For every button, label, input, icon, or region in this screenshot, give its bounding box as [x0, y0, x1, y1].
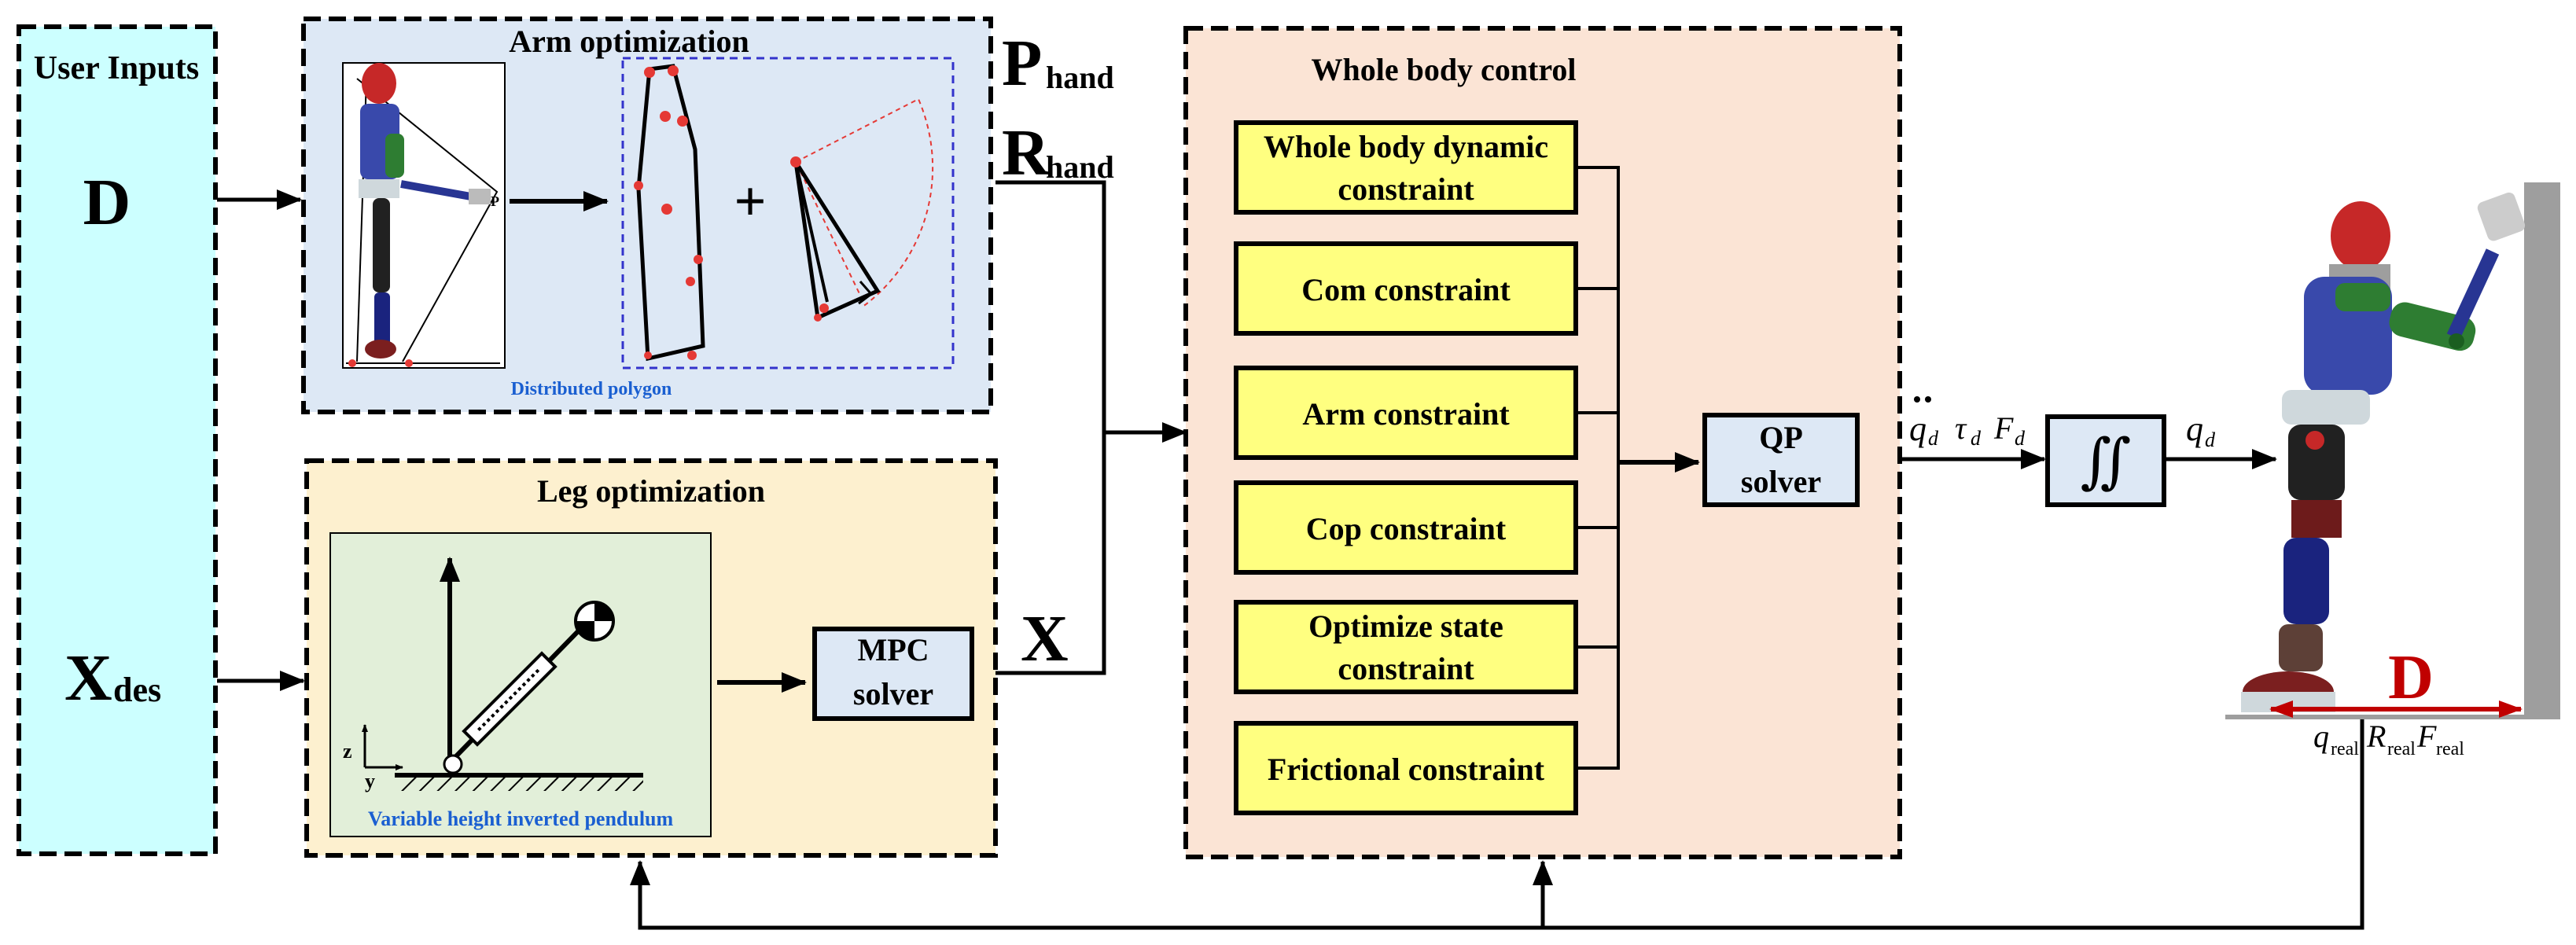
force-symbol: F [1993, 410, 2014, 446]
q-real-subscript: real [2331, 739, 2359, 759]
distance-label: D [2388, 643, 2434, 712]
constraint-block-com: Com constraint [1234, 241, 1578, 336]
constraint-block-dynamic: Whole body dynamic constraint [1234, 120, 1578, 215]
constraint-arm-label: Arm constraint [1302, 396, 1510, 432]
distributed-polygon-caption: Distributed polygon [511, 379, 672, 399]
user-inputs-title: User Inputs [34, 50, 199, 86]
constraint-frictional-label: Frictional constraint [1268, 752, 1545, 787]
tau-symbol: τ [1955, 410, 1967, 446]
qd-subscript: d [2205, 428, 2216, 451]
humanoid-robot [2241, 192, 2526, 712]
constraint-block-frictional: Frictional constraint [1234, 721, 1578, 815]
hand-outputs: P hand R hand [1002, 27, 1114, 189]
constraint-block-arm: Arm constraint [1234, 366, 1578, 460]
qp-solver-line1: QP [1759, 420, 1803, 455]
whole-body-control-panel: Whole body control Whole body dynamic co… [1183, 26, 1902, 859]
p-hand-subscript: hand [1046, 60, 1114, 95]
arm-optimization-panel: Arm optimization P [301, 17, 993, 414]
constraint-dynamic-line2: constraint [1338, 171, 1474, 207]
leg-optimization-title: Leg optimization [537, 473, 765, 509]
constraint-block-optimize-state: Optimize state constraint [1234, 600, 1578, 694]
connectors [217, 180, 2364, 930]
r-real-symbol: R [2366, 719, 2386, 754]
constraint-cop-label: Cop constraint [1306, 511, 1507, 546]
wall [2524, 182, 2560, 719]
constraint-block-cop: Cop constraint [1234, 480, 1578, 575]
constraint-optimize-line1: Optimize state [1308, 609, 1503, 644]
force-subscript: d [2015, 427, 2026, 450]
constraint-com-label: Com constraint [1301, 272, 1511, 307]
f-real-symbol: F [2416, 719, 2437, 754]
robot-scene: D q real R real F real [2225, 182, 2560, 759]
mpc-solver-line2: solver [853, 676, 933, 712]
user-inputs-panel: User Inputs D X des [17, 24, 218, 856]
axis-z-label: z [343, 740, 352, 763]
x-output-symbol: X [1021, 602, 1069, 675]
double-integral-symbol: ∬ [2081, 428, 2132, 495]
leg-optimization-panel: Leg optimization z y Variable height inv… [304, 458, 998, 858]
whole-body-control-title: Whole body control [1311, 52, 1576, 87]
f-real-subscript: real [2436, 739, 2464, 759]
q-real-symbol: q [2313, 719, 2329, 754]
arm-robot-image: P [342, 62, 506, 369]
constraint-dynamic-line1: Whole body dynamic [1264, 129, 1548, 164]
r-hand-symbol: R [1002, 116, 1051, 189]
axis-y-label: y [365, 770, 375, 792]
inverted-pendulum-figure: z y Variable height inverted pendulum [329, 532, 712, 837]
arm-optimization-title: Arm optimization [509, 24, 749, 59]
integrator-block: ∬ [2045, 414, 2166, 507]
pendulum-caption: Variable height inverted pendulum [368, 807, 674, 830]
input-x-subscript: des [113, 671, 161, 709]
p-hand-symbol: P [1002, 27, 1042, 100]
mpc-solver-block: MPC solver [812, 627, 974, 721]
constraint-optimize-line2: constraint [1338, 651, 1474, 686]
tau-subscript: d [1971, 427, 1982, 450]
signal-chain: q d τ d F d ∬ q d [1900, 396, 2277, 507]
qdd-symbol: q [1909, 410, 1926, 448]
input-d-symbol: D [83, 166, 131, 239]
constraint-bus [1576, 166, 1700, 770]
qp-solver-line2: solver [1741, 464, 1821, 499]
arm-point-label: P [491, 193, 499, 209]
r-real-subscript: real [2387, 739, 2416, 759]
qdd-subscript: d [1928, 427, 1939, 450]
qd-symbol: q [2186, 410, 2203, 448]
r-hand-subscript: hand [1046, 149, 1114, 185]
distributed-polygon: + Distributed polygon [511, 57, 955, 399]
plus-sign: + [734, 170, 766, 233]
mpc-solver-line1: MPC [857, 632, 929, 667]
input-x-symbol: X [64, 642, 112, 715]
qp-solver-block: QP solver [1702, 413, 1860, 507]
